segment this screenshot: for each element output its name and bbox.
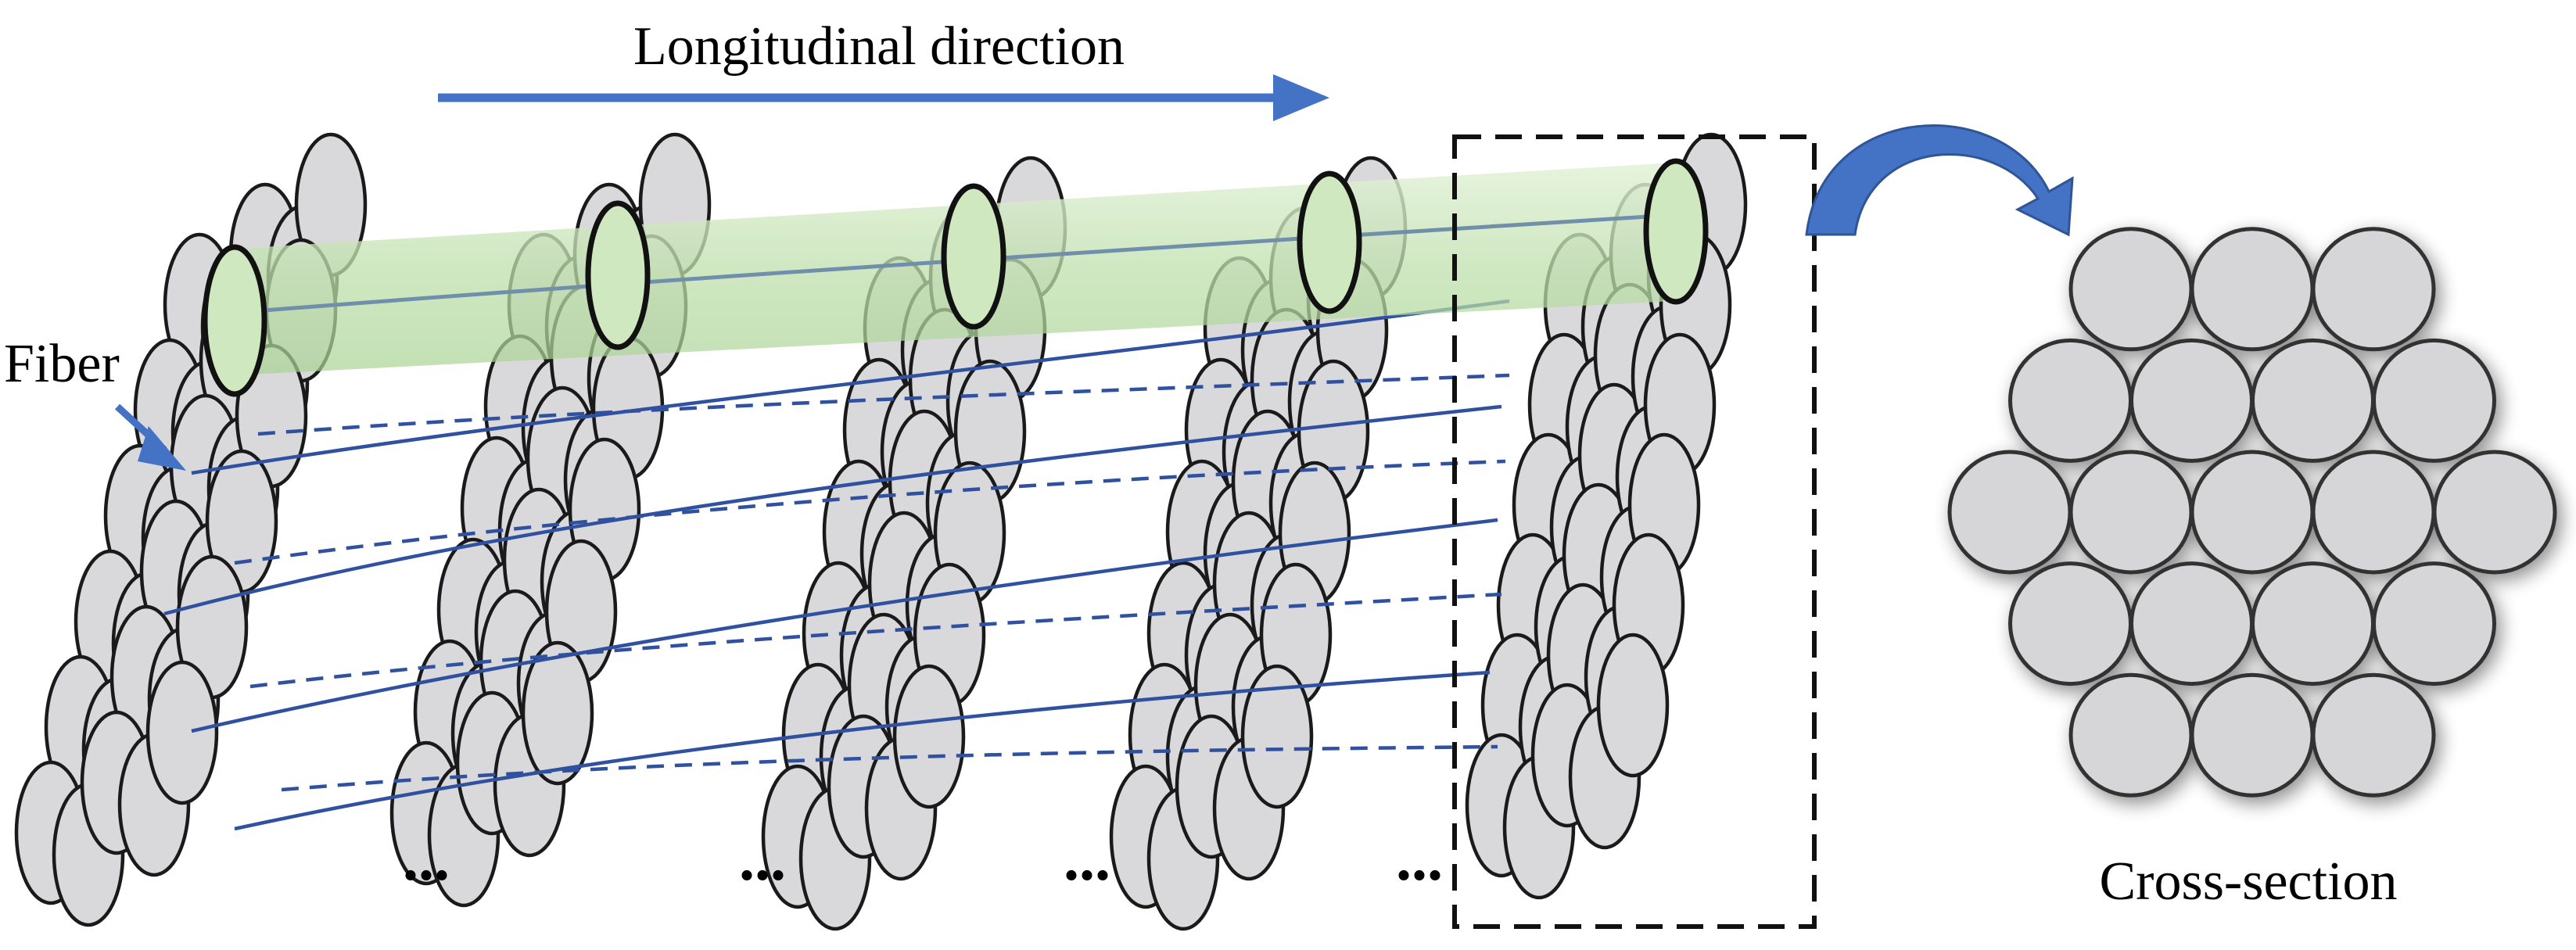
cross-section-fiber [2251,338,2375,463]
highlighted-fibers [202,158,1709,397]
cross-section-fiber [2129,338,2254,463]
cross-section-fiber [2190,450,2315,575]
cross-section-fiber [2068,672,2194,798]
fiber-ellipse [521,640,594,786]
cross-section-fibers [1947,227,2557,798]
ellipsis-1: ... [403,825,450,894]
ellipsis-2: ... [739,825,786,894]
pointer-arrow-icon [114,403,186,471]
cross-section-fiber [2311,227,2436,352]
fiber-ellipse [892,664,966,809]
fiber-paths [163,299,1510,831]
highlighted-fiber [1643,158,1709,305]
cross-section-label: Cross-section [2099,851,2397,912]
fiber-path-solid [163,404,1502,616]
curved-arrow-icon [1805,124,2074,237]
fiber-ellipse [1596,633,1670,778]
fiber-path-dashed [234,459,1506,565]
highlighted-fiber [202,244,267,397]
highlighted-fiber [1297,170,1362,314]
longitudinal-direction-label: Longitudinal direction [633,16,1125,77]
fiber-label: Fiber [4,334,120,394]
long-arrow-right-icon [438,74,1329,121]
cross-section-selection-box [1452,134,1817,929]
fiber-path-solid [234,670,1491,831]
fiber-path-solid [191,518,1498,733]
cross-section-fiber [2311,450,2436,575]
cross-section-fiber [2008,338,2133,463]
cross-section-fiber [2311,672,2436,798]
cross-section-fiber [2190,672,2315,798]
cross-section-fiber [1947,450,2072,575]
fiber-ellipse [145,660,219,805]
fiber-path-solid [191,299,1510,475]
cross-section-fiber [2129,561,2254,687]
highlighted-fiber [941,183,1006,330]
fiber-group-4 [1109,156,1408,931]
fiber-path-dashed [257,373,1510,436]
cross-section-fiber [2190,227,2315,352]
cross-section-fiber [2068,227,2194,352]
cross-section-fiber [2251,561,2375,687]
ellipsis-4: ... [1396,825,1443,894]
cross-section-fiber [2372,338,2496,463]
highlighted-fiber [585,200,651,350]
fiber-ellipse [1240,664,1314,809]
cross-section-fiber [2372,561,2496,687]
cross-section-fiber [2068,450,2194,575]
cross-section-fiber [2008,561,2133,687]
cross-section-fiber [2432,450,2557,575]
ellipsis-3: ... [1064,825,1110,894]
fiber-path-dashed [249,592,1502,689]
fiber-path-dashed [281,744,1498,792]
